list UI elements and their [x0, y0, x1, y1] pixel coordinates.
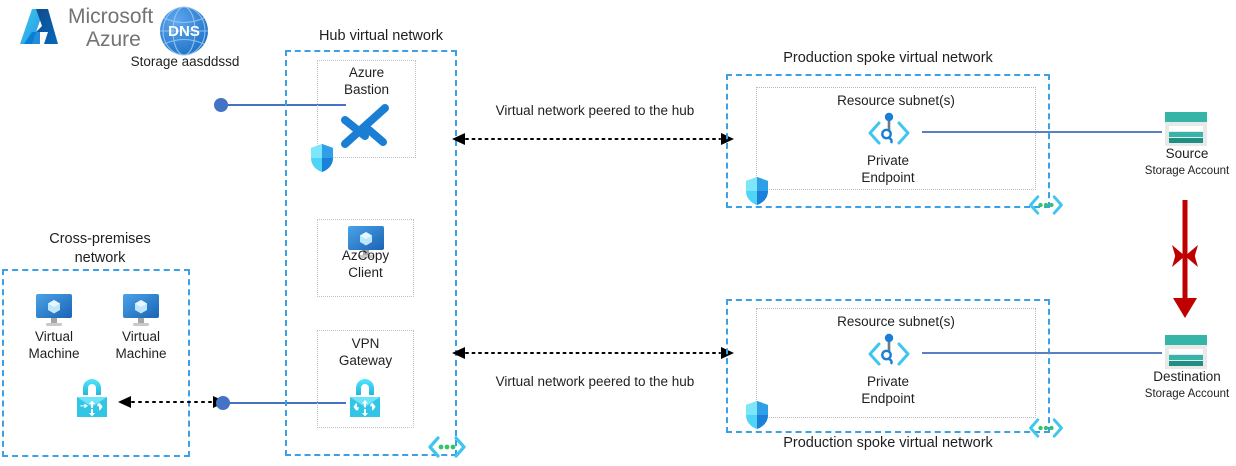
azcopy-client-caption: AzCopy Client: [317, 248, 414, 281]
azure-logo-text-line2: Azure: [86, 28, 141, 51]
virtual-network-icon: [1026, 414, 1066, 442]
virtual-machine-icon: [121, 293, 161, 327]
virtual-machine-icon: [34, 293, 74, 327]
spoke-bottom-subnet-box: [756, 308, 1036, 418]
vpn-gateway-box: [317, 330, 414, 428]
private-endpoint-icon: [862, 333, 916, 373]
spoke-bottom-subnet-label: Resource subnet(s): [837, 314, 955, 329]
shield-icon: [309, 143, 335, 173]
dns-icon-text: DNS: [168, 23, 200, 40]
peering-label-bottom: Virtual network peered to the hub: [495, 374, 695, 389]
hub-vnet-title: Hub virtual network: [318, 28, 444, 44]
azure-logo-text: Microsoft Azure: [68, 5, 168, 51]
virtual-network-icon: [425, 432, 469, 462]
peering-arrow-bottom: [452, 345, 734, 361]
storage-account-icon: [1163, 333, 1209, 371]
virtual-network-icon: [1026, 191, 1066, 219]
endpoint-top-line2: Endpoint: [861, 169, 915, 185]
connection-node-top: [214, 98, 228, 112]
dns-caption: Storage aasddssd: [130, 54, 240, 69]
vpn-gateway-icon: [344, 373, 386, 421]
endpoint-bottom-line2: Endpoint: [861, 390, 915, 406]
endpoint-bottom-line1: Private: [866, 374, 910, 389]
shield-icon: [744, 400, 770, 430]
endpoint-top-line1: Private: [866, 153, 910, 168]
storage-account-icon: [1163, 110, 1209, 148]
vpn-line2: Gateway: [338, 352, 393, 368]
bastion-line1: Azure: [348, 65, 385, 80]
vpn-line1: VPN: [351, 336, 380, 351]
azcopy-client-box: [317, 219, 414, 297]
private-endpoint-to-destination-line: [922, 352, 1162, 354]
spoke-bottom-endpoint-caption: Private Endpoint: [838, 374, 938, 407]
azure-logo-text-line1: Microsoft: [68, 5, 154, 28]
azure-logo-icon: [14, 6, 62, 52]
cross-premises-title-line1: Cross-premises: [49, 231, 151, 247]
spoke-top-subnet-box: [756, 87, 1036, 190]
spoke-top-title: Production spoke virtual network: [783, 50, 993, 66]
azure-bastion-caption: Azure Bastion: [317, 65, 416, 98]
hub-vnet-box: [285, 50, 457, 456]
cross-premises-title: Cross-premises network: [10, 230, 190, 268]
vpn-tunnel-connector: [118, 393, 226, 411]
shield-icon: [744, 176, 770, 206]
vm1-line1: Virtual: [34, 329, 74, 344]
spoke-top-endpoint-caption: Private Endpoint: [838, 153, 938, 186]
azcopy-line2: Client: [348, 264, 383, 280]
private-endpoint-to-source-line: [922, 131, 1162, 133]
spoke-top-vnet-box: [726, 74, 1050, 208]
source-storage-type: Storage Account: [1144, 165, 1230, 177]
azure-bastion-box: [317, 60, 416, 158]
spoke-bottom-vnet-box: [726, 299, 1050, 433]
virtual-machine-1-caption: Virtual Machine: [14, 329, 94, 362]
private-endpoint-icon: [862, 112, 916, 152]
peering-label-top: Virtual network peered to the hub: [495, 103, 695, 118]
vpn-connection-line: [228, 402, 346, 404]
azure-bastion-icon: [337, 100, 395, 152]
cross-premises-network-box: [2, 269, 190, 457]
dns-globe-icon: DNS: [157, 4, 211, 58]
source-storage-name: Source: [1165, 146, 1209, 161]
cross-premises-title-line2: network: [74, 250, 126, 266]
azcopy-client-icon: [346, 225, 386, 259]
vm1-line2: Machine: [28, 345, 80, 361]
spoke-bottom-title: Production spoke virtual network: [783, 435, 993, 451]
vpn-gateway-caption: VPN Gateway: [317, 336, 414, 369]
destination-storage-type: Storage Account: [1144, 388, 1230, 400]
spoke-top-subnet-label: Resource subnet(s): [837, 93, 955, 108]
local-network-gateway-icon: [71, 373, 113, 421]
connection-node-bottom: [216, 396, 230, 410]
vm2-line2: Machine: [115, 345, 167, 361]
peering-arrow-top: [452, 131, 734, 147]
destination-storage-name: Destination: [1153, 369, 1221, 384]
virtual-machine-2-caption: Virtual Machine: [101, 329, 181, 362]
azcopy-line1: AzCopy: [341, 248, 390, 263]
vm2-line1: Virtual: [121, 329, 161, 344]
bastion-line2: Bastion: [343, 81, 390, 97]
blocked-arrow-x-icon: [1163, 198, 1207, 320]
